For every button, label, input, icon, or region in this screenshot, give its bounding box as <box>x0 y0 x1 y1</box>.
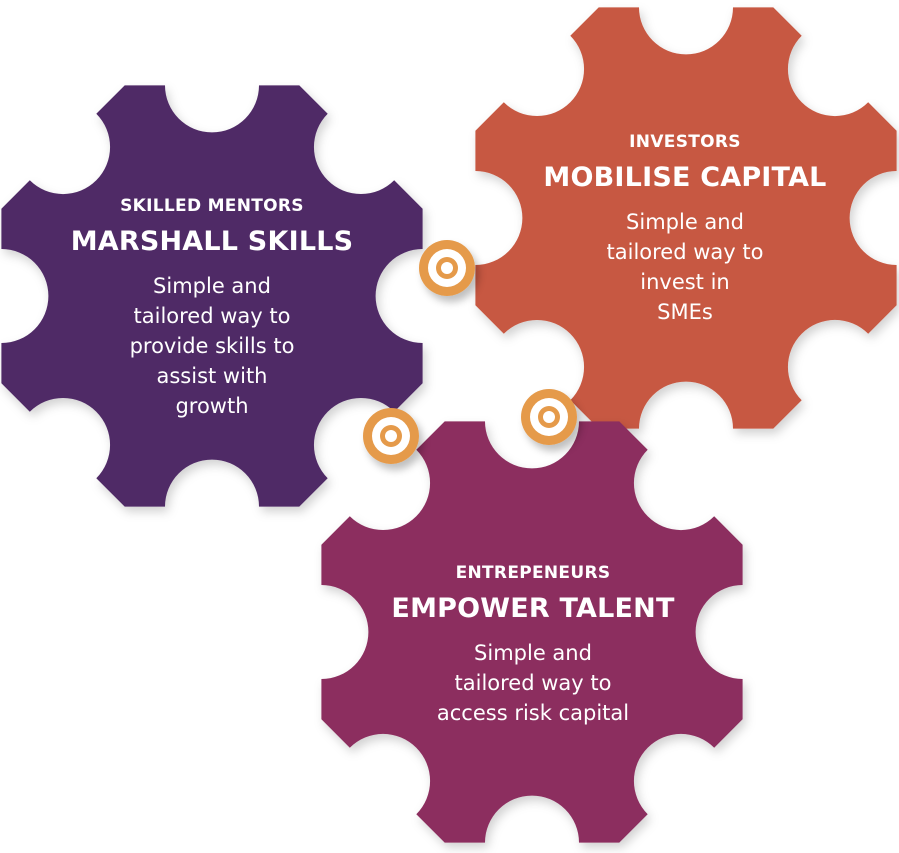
entrepreneurs-gear <box>321 421 743 843</box>
investors-description: Simple and tailored way to invest in SME… <box>606 210 764 324</box>
investors-headline: MOBILISE CAPITAL <box>543 162 827 193</box>
entrepreneurs-description: Simple and tailored way to access risk c… <box>436 641 630 725</box>
mentors-description: Simple and tailored way to provide skill… <box>129 274 295 418</box>
mentors-headline: MARSHALL SKILLS <box>70 226 354 257</box>
mentors-gear-text: SKILLED MENTORS MARSHALL SKILLS Simple a… <box>62 196 362 421</box>
mentors-gear <box>1 85 423 507</box>
connector-ring-icon <box>521 389 577 445</box>
investors-role: INVESTORS <box>629 132 741 152</box>
investors-gear <box>475 7 897 429</box>
connector-ring-icon <box>419 240 475 296</box>
entrepreneurs-gear-text: ENTREPENEURS EMPOWER TALENT Simple and t… <box>383 563 683 728</box>
entrepreneurs-role: ENTREPENEURS <box>455 563 611 583</box>
investors-gear-text: INVESTORS MOBILISE CAPITAL Simple and ta… <box>535 132 835 327</box>
entrepreneurs-headline: EMPOWER TALENT <box>391 593 675 624</box>
connector-ring-icon <box>363 408 419 464</box>
mentors-role: SKILLED MENTORS <box>120 196 304 216</box>
